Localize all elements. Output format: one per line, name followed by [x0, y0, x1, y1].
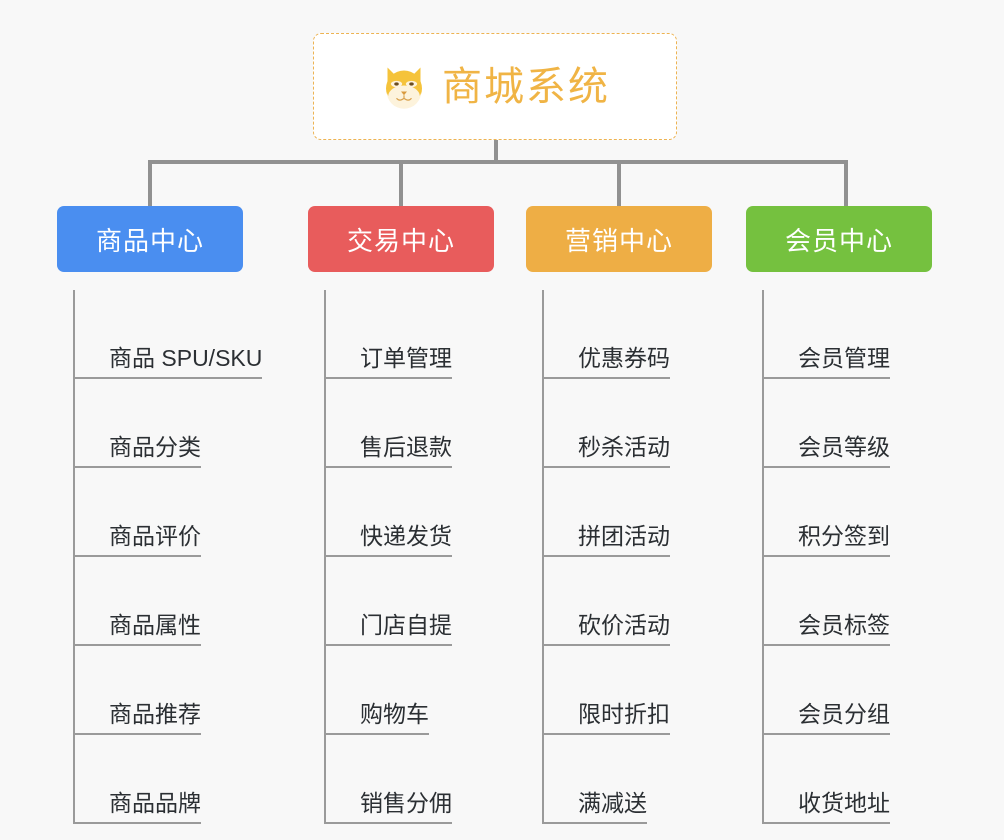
list-item[interactable]: 砍价活动	[544, 557, 712, 646]
list-item[interactable]: 售后退款	[326, 379, 494, 468]
list-item[interactable]: 优惠券码	[544, 290, 712, 379]
leaf-label: 商品属性	[109, 612, 201, 646]
leaf-label: 商品推荐	[109, 701, 201, 735]
leaf-label: 优惠券码	[578, 345, 670, 379]
connector-drop-1	[148, 162, 152, 206]
leaf-label: 会员分组	[798, 701, 890, 735]
connector-root-stem	[494, 140, 498, 164]
connector-drop-3	[617, 162, 621, 206]
leaf-label: 会员等级	[798, 434, 890, 468]
category-header-2[interactable]: 交易中心	[308, 206, 494, 272]
leaf-label: 满减送	[578, 790, 647, 824]
leaf-label: 售后退款	[360, 434, 452, 468]
leaf-list-1: 商品 SPU/SKU 商品分类 商品评价 商品属性 商品推荐 商品品牌	[73, 290, 263, 824]
leaf-label: 商品分类	[109, 434, 201, 468]
list-item[interactable]: 满减送	[544, 735, 712, 824]
leaf-label: 商品品牌	[109, 790, 201, 824]
list-item[interactable]: 商品分类	[75, 379, 243, 468]
leaf-label: 快递发货	[360, 523, 452, 557]
category-column-2: 交易中心 订单管理 售后退款 快递发货 门店自提 购物车 销售分佣	[308, 206, 494, 824]
list-item[interactable]: 拼团活动	[544, 468, 712, 557]
list-item[interactable]: 商品推荐	[75, 646, 243, 735]
list-item[interactable]: 积分签到	[764, 468, 932, 557]
list-item[interactable]: 收货地址	[764, 735, 932, 824]
list-item[interactable]: 会员分组	[764, 646, 932, 735]
connector-horizontal-bus	[148, 160, 848, 164]
list-item[interactable]: 订单管理	[326, 290, 494, 379]
leaf-label: 收货地址	[798, 790, 890, 824]
list-item[interactable]: 购物车	[326, 646, 494, 735]
shiba-dog-face-icon	[386, 67, 422, 109]
list-item[interactable]: 秒杀活动	[544, 379, 712, 468]
leaf-label: 拼团活动	[578, 523, 670, 557]
leaf-label: 会员管理	[798, 345, 890, 379]
leaf-label: 限时折扣	[578, 701, 670, 735]
leaf-label: 销售分佣	[360, 790, 452, 824]
leaf-label: 积分签到	[798, 523, 890, 557]
category-column-1: 商品中心 商品 SPU/SKU 商品分类 商品评价 商品属性 商品推荐 商品品牌	[57, 206, 263, 824]
list-item[interactable]: 快递发货	[326, 468, 494, 557]
category-header-4[interactable]: 会员中心	[746, 206, 932, 272]
list-item[interactable]: 门店自提	[326, 557, 494, 646]
leaf-label: 会员标签	[798, 612, 890, 646]
category-column-4: 会员中心 会员管理 会员等级 积分签到 会员标签 会员分组 收货地址	[746, 206, 932, 824]
list-item[interactable]: 会员等级	[764, 379, 932, 468]
leaf-list-4: 会员管理 会员等级 积分签到 会员标签 会员分组 收货地址	[762, 290, 932, 824]
leaf-label: 商品 SPU/SKU	[109, 345, 263, 379]
category-header-1[interactable]: 商品中心	[57, 206, 243, 272]
connector-drop-2	[399, 162, 403, 206]
category-column-3: 营销中心 优惠券码 秒杀活动 拼团活动 砍价活动 限时折扣 满减送	[526, 206, 712, 824]
leaf-label: 秒杀活动	[578, 434, 670, 468]
category-header-3[interactable]: 营销中心	[526, 206, 712, 272]
list-item[interactable]: 会员管理	[764, 290, 932, 379]
list-item[interactable]: 商品品牌	[75, 735, 243, 824]
leaf-list-2: 订单管理 售后退款 快递发货 门店自提 购物车 销售分佣	[324, 290, 494, 824]
list-item[interactable]: 会员标签	[764, 557, 932, 646]
root-title: 商城系统	[442, 64, 610, 109]
leaf-label: 门店自提	[360, 612, 452, 646]
leaf-list-3: 优惠券码 秒杀活动 拼团活动 砍价活动 限时折扣 满减送	[542, 290, 712, 824]
connector-drop-4	[844, 162, 848, 206]
list-item[interactable]: 限时折扣	[544, 646, 712, 735]
leaf-label: 购物车	[360, 701, 429, 735]
leaf-label: 砍价活动	[578, 612, 670, 646]
list-item[interactable]: 销售分佣	[326, 735, 494, 824]
list-item[interactable]: 商品 SPU/SKU	[75, 290, 263, 379]
list-item[interactable]: 商品属性	[75, 557, 243, 646]
leaf-label: 商品评价	[109, 523, 201, 557]
list-item[interactable]: 商品评价	[75, 468, 243, 557]
leaf-label: 订单管理	[360, 345, 452, 379]
root-node[interactable]: 商城系统	[313, 33, 677, 140]
